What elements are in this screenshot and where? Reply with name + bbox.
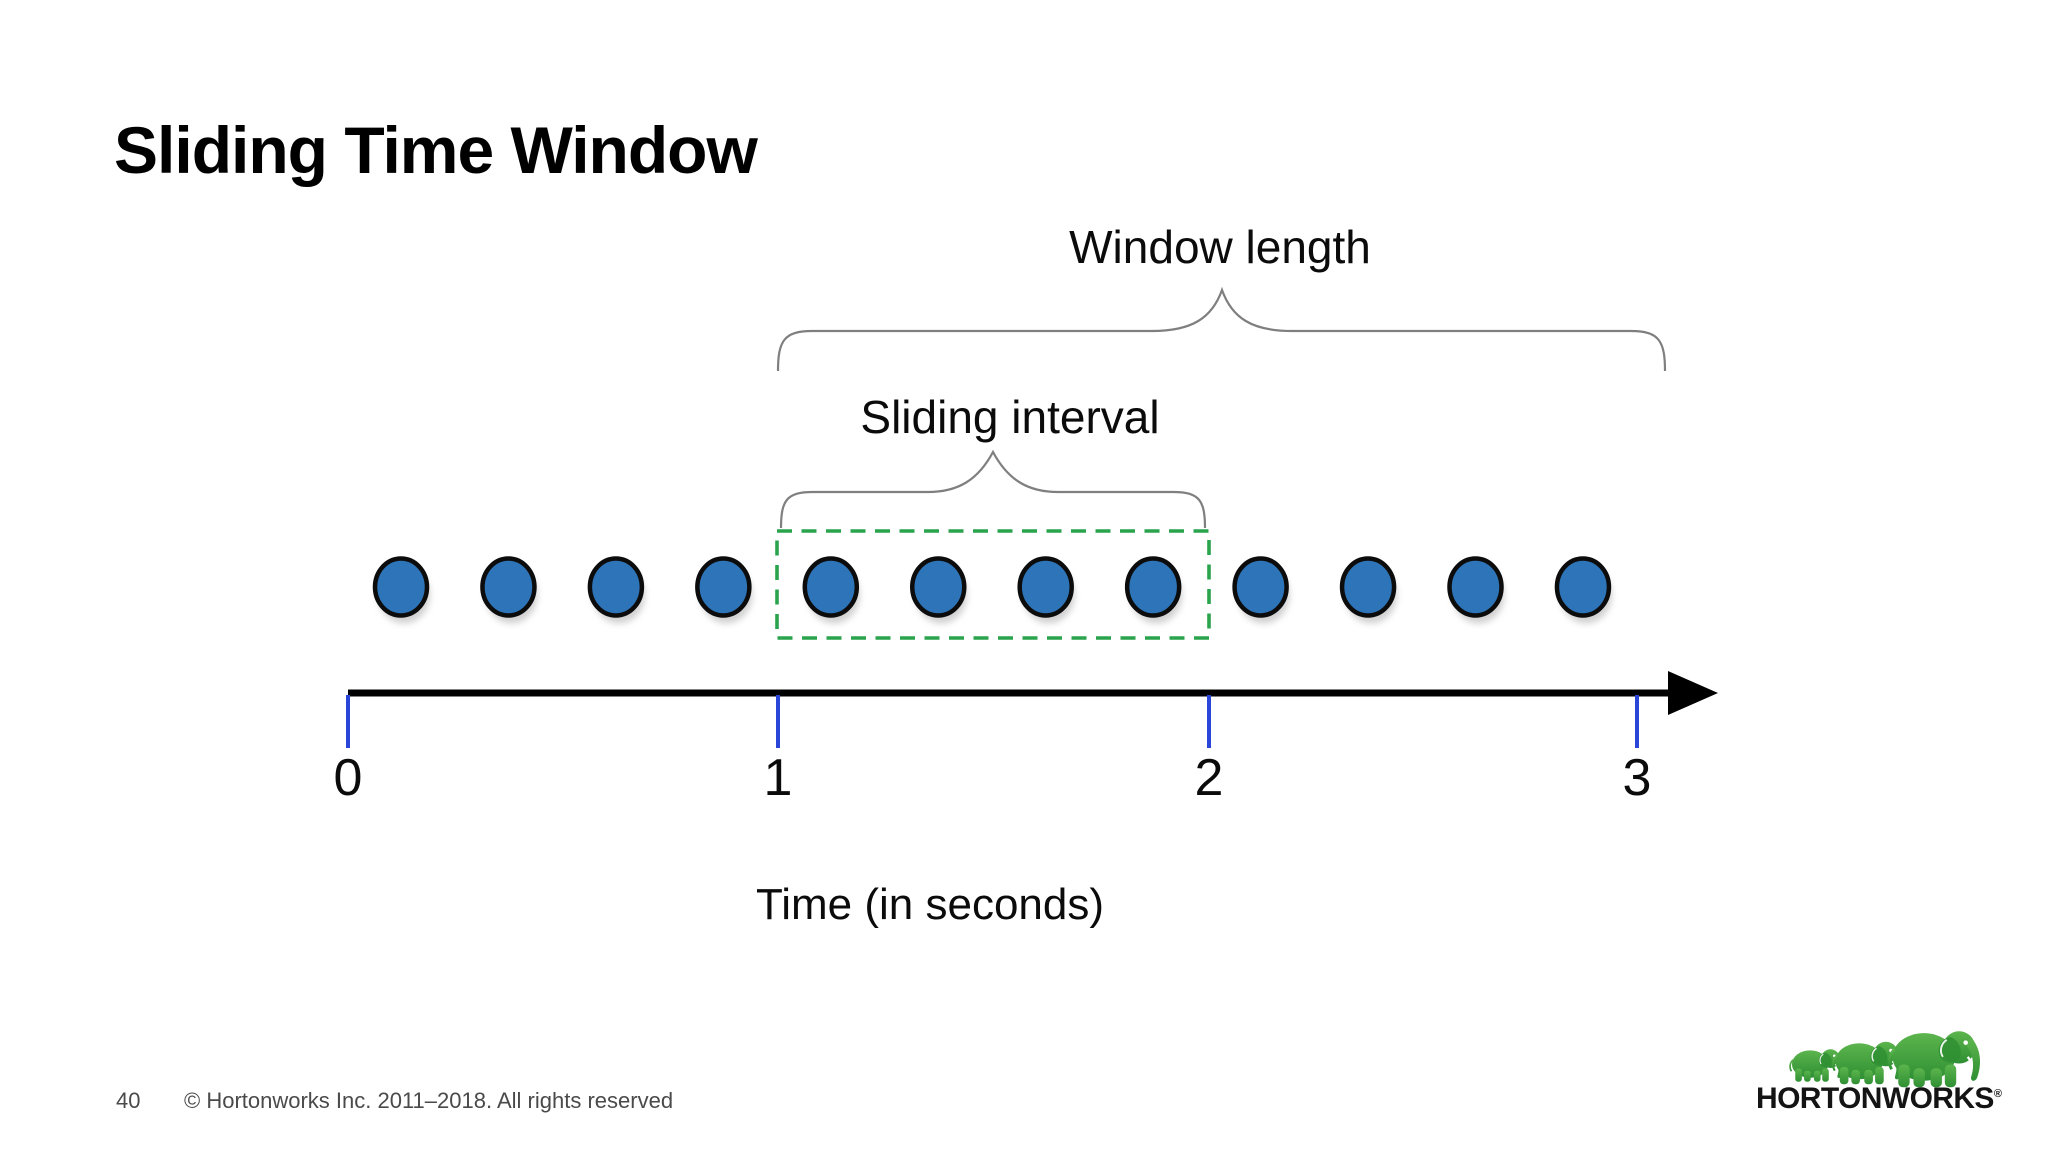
window-length-brace [776,286,1667,372]
sliding-interval-label: Sliding interval [860,391,1160,443]
event-dot [587,556,645,618]
time-axis [346,671,1718,748]
event-dot [1447,556,1504,618]
time-axis-label: Time (in seconds) [755,880,1105,929]
event-dot [1124,556,1182,618]
event-dot [372,556,430,618]
hortonworks-logo-text: HORTONWORKS® [1756,1082,2002,1115]
event-dot [1554,556,1612,618]
sliding-interval-brace [779,449,1207,529]
event-dot [802,556,860,618]
event-dot [695,556,752,618]
axis-arrowhead-icon [1668,671,1718,715]
registered-mark: ® [1993,1088,2002,1100]
window-length-label: Window length [1069,221,1371,273]
event-dot [480,556,537,618]
slide-title: Sliding Time Window [114,113,758,187]
event-dot [1232,556,1289,618]
dots-row [372,556,1612,624]
hortonworks-logo: HORTONWORKS® [1748,1024,2008,1124]
event-dot [1017,556,1074,618]
footer-page-number: 40 [116,1088,141,1113]
event-dot [910,556,967,618]
footer-copyright: © Hortonworks Inc. 2011–2018. All rights… [184,1088,674,1113]
event-dot [1339,556,1397,618]
axis-ticks [346,695,1639,748]
